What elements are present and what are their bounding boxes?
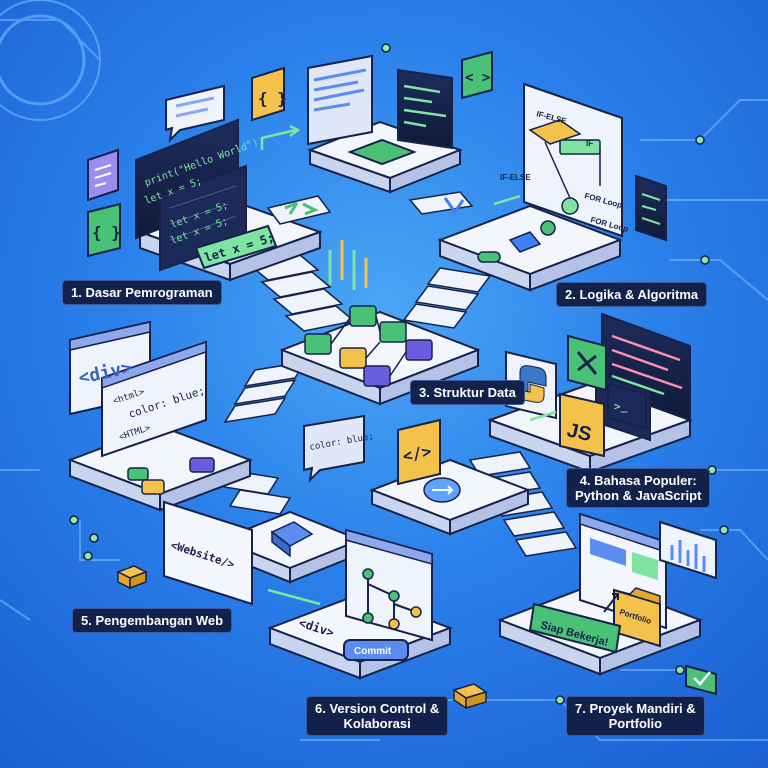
step-6-label: 6. Version Control & Kolaborasi (306, 696, 449, 736)
window-top-center (307, 54, 453, 150)
window-step-5 (69, 320, 207, 458)
staircase-2-3 (402, 267, 492, 329)
excel-style-icon (567, 334, 607, 392)
platform-step-2 (408, 191, 623, 292)
banner-siap-bekerja (528, 602, 622, 654)
braces-icon: { } (258, 89, 287, 108)
step-1-label: 1. Dasar Pemrograman (62, 280, 222, 305)
step-5-label: 5. Pengembangan Web (72, 608, 233, 633)
window-step-7 (579, 512, 717, 696)
arrow-connectors (260, 124, 557, 606)
step-7-label-line1: 7. Proyek Mandiri & (575, 701, 696, 716)
git-commit-label: Commit (354, 646, 392, 657)
angle-brackets-icon: < > (465, 70, 490, 86)
step-7-label-line2: Portfolio (608, 716, 663, 731)
step-3-label: 3. Struktur Data (410, 380, 525, 405)
window-step-6 (345, 528, 433, 642)
step-2-label-text: 2. Logika & Algoritma (565, 287, 699, 302)
commit-button-shape (343, 639, 409, 661)
circuit-nodes (69, 43, 729, 705)
folder-icon (613, 587, 661, 648)
platform-step-3 (279, 305, 481, 406)
staircase-1-3 (248, 254, 356, 332)
code-js: JS (565, 419, 594, 446)
chat-bubble-icon (165, 84, 225, 143)
braces-icon-left: { } (92, 223, 121, 242)
step-4-label: 4. Bahasa Populer: Python & JavaScript (566, 468, 711, 508)
terminal-icon (607, 382, 647, 430)
bar-chart-icon (670, 540, 706, 572)
step-3-label-text: 3. Struktur Data (419, 385, 516, 400)
step-1-label-text: 1. Dasar Pemrograman (71, 285, 213, 300)
code-prompt: >_ (614, 400, 628, 413)
window-website (163, 500, 253, 606)
center-bars (328, 240, 368, 290)
document-icon (87, 148, 119, 202)
step-6-label-line2: Kolaborasi (343, 716, 411, 731)
small-box-icon-bottom (452, 683, 488, 710)
step-4-label-line2: Python & JavaScript (575, 488, 702, 503)
small-box-icon (116, 565, 148, 590)
step-7-label: 7. Proyek Mandiri & Portfolio (566, 696, 705, 736)
angle-brackets-icon-tile (461, 50, 493, 100)
color-bubble (303, 414, 365, 483)
step-5-label-text: 5. Pengembangan Web (81, 613, 224, 628)
step-2-label: 2. Logika & Algoritma (556, 282, 708, 307)
platform-website (217, 510, 363, 584)
flow-if-else-2: IF-ELSE (500, 173, 531, 182)
flow-if-label: IF (586, 139, 593, 148)
window-step-2 (523, 82, 667, 242)
let-x-tag-bg (194, 224, 278, 270)
braces-icon-tile-top (251, 66, 285, 122)
platform-step-5 (67, 424, 253, 512)
checkmark-icon (685, 664, 717, 696)
braces-icon-tile-left (87, 202, 121, 258)
step-6-label-line1: 6. Version Control & (315, 701, 440, 716)
js-logo-icon (559, 392, 605, 458)
step-4-label-line1: 4. Bahasa Populer: (579, 473, 697, 488)
code-slash-icon (397, 418, 441, 486)
